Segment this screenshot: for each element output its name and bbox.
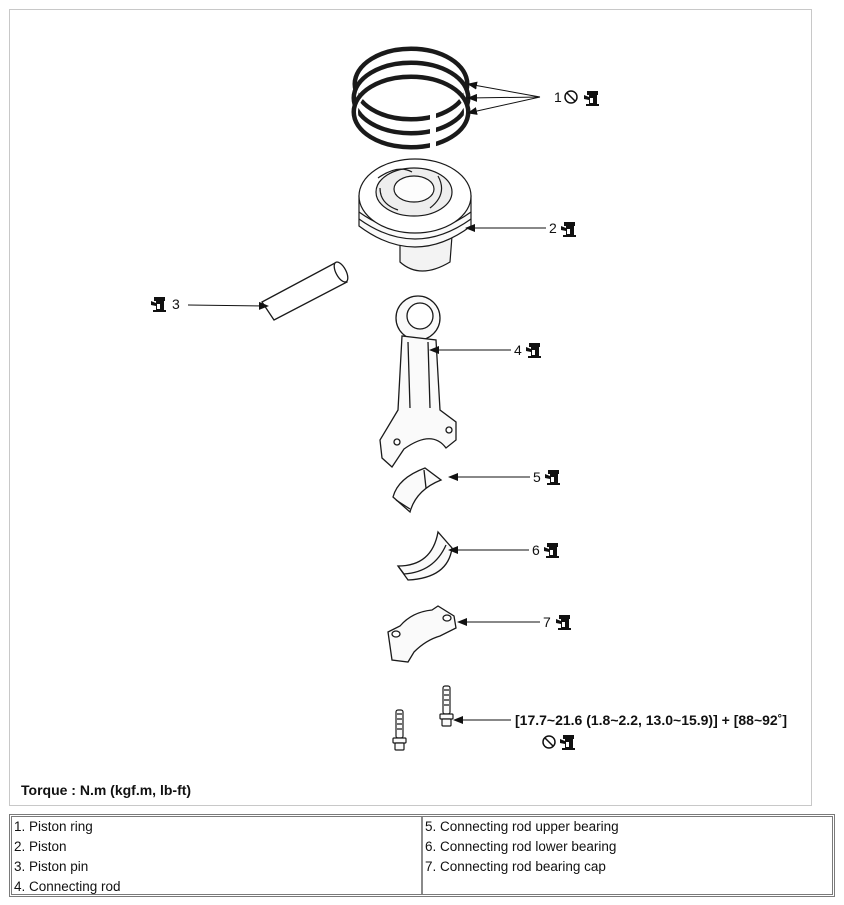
callout-number: 2 xyxy=(549,220,557,236)
callout-number: 7 xyxy=(543,614,551,630)
bearing-cap xyxy=(387,605,457,663)
legend-item: 6. Connecting rod lower bearing xyxy=(425,839,617,854)
callout-number: 4 xyxy=(514,342,522,358)
callout-3: 3 xyxy=(151,296,180,312)
callout-6: 6 xyxy=(532,542,559,558)
oil-can-icon xyxy=(545,470,560,485)
callout-number: 3 xyxy=(172,296,180,312)
callout-number: 5 xyxy=(533,469,541,485)
callout-number: 1 xyxy=(554,89,562,105)
no-reuse-icon xyxy=(542,735,556,749)
callout-number: 6 xyxy=(532,542,540,558)
connecting-rod xyxy=(379,295,457,468)
callout-5: 5 xyxy=(533,469,560,485)
legend-item: 7. Connecting rod bearing cap xyxy=(425,859,606,874)
oil-can-icon xyxy=(556,615,571,630)
piston-pin xyxy=(261,261,349,321)
connecting-rod-bolts xyxy=(392,685,454,751)
piston-rings xyxy=(351,46,471,155)
no-reuse-icon xyxy=(564,90,578,104)
oil-can-icon xyxy=(151,297,166,312)
legend-item: 3. Piston pin xyxy=(14,859,89,874)
leader-lines xyxy=(187,81,546,724)
legend-item: 5. Connecting rod upper bearing xyxy=(425,819,619,834)
exploded-view-diagram: 1 2 3 4 5 6 7 [17.7~21.6 (1.8~2.2, 13.0~… xyxy=(151,46,787,751)
piston xyxy=(358,158,472,272)
callout-4: 4 xyxy=(514,342,541,358)
torque-note: Torque : N.m (kgf.m, lb-ft) xyxy=(21,782,192,798)
callout-2: 2 xyxy=(549,220,576,237)
legend-column-left: 1. Piston ring 2. Piston 3. Piston pin 4… xyxy=(12,817,421,894)
oil-can-icon xyxy=(526,343,541,358)
oil-can-icon xyxy=(560,735,575,750)
oil-can-icon xyxy=(584,91,599,106)
legend-column-right: 5. Connecting rod upper bearing 6. Conne… xyxy=(421,817,832,894)
oil-can-icon xyxy=(544,543,559,558)
bolt-torque-spec: [17.7~21.6 (1.8~2.2, 13.0~15.9)] + [88~9… xyxy=(515,712,787,728)
legend-item: 2. Piston xyxy=(14,839,67,854)
callout-1: 1 xyxy=(554,89,599,106)
legend-item: 1. Piston ring xyxy=(14,819,93,834)
legend-item: 4. Connecting rod xyxy=(14,879,121,894)
callout-7: 7 xyxy=(543,614,571,630)
oil-can-icon xyxy=(561,222,576,237)
lower-bearing xyxy=(396,530,453,581)
upper-bearing xyxy=(392,467,443,514)
parts-legend-table: 1. Piston ring 2. Piston 3. Piston pin 4… xyxy=(9,814,835,897)
